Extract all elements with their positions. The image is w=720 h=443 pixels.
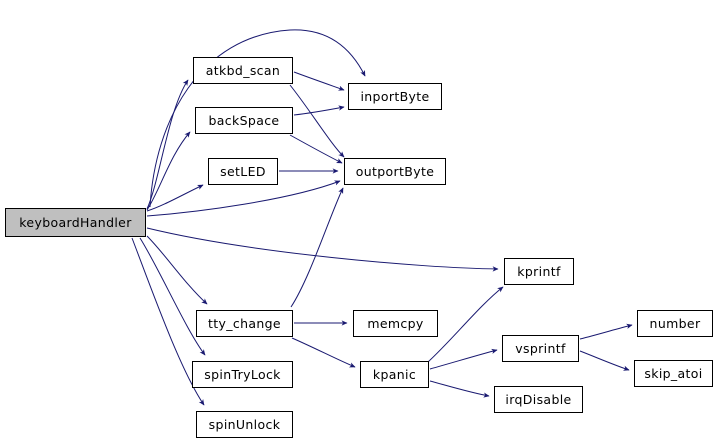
node-label: skip_atoi <box>644 366 703 381</box>
node-label: vsprintf <box>515 341 566 356</box>
node-label: spinUnlock <box>208 417 281 432</box>
edge-kpanic-to-kprintf <box>427 286 504 363</box>
edge-keyboardHandler-to-outportByte <box>146 180 341 217</box>
edge-keyboardHandler-to-tty_change <box>146 235 208 305</box>
node-label: kprintf <box>517 264 561 279</box>
node-label: number <box>649 316 701 331</box>
node-kpanic[interactable]: kpanic <box>360 361 429 388</box>
node-label: keyboardHandler <box>19 215 132 230</box>
node-label: tty_change <box>208 316 281 331</box>
edge-backSpace-to-inportByte <box>293 105 345 116</box>
node-label: memcpy <box>367 316 424 331</box>
edge-vsprintf-to-skip_atoi <box>579 350 630 371</box>
edge-keyboardHandler-to-backSpace <box>146 131 191 211</box>
edge-keyboardHandler-to-spinUnlock <box>131 237 205 406</box>
node-spinTryLock[interactable]: spinTryLock <box>192 361 293 388</box>
edge-backSpace-to-outportByte <box>289 134 343 164</box>
node-vsprintf[interactable]: vsprintf <box>502 335 579 362</box>
node-inportByte[interactable]: inportByte <box>348 83 442 110</box>
node-kprintf[interactable]: kprintf <box>504 258 574 285</box>
node-number[interactable]: number <box>637 310 713 337</box>
node-label: setLED <box>220 164 266 179</box>
node-label: backSpace <box>208 113 280 128</box>
node-outportByte[interactable]: outportByte <box>344 158 446 185</box>
edge-keyboardHandler-to-atkbd_scan <box>146 79 189 210</box>
edge-tty_change-to-kpanic <box>291 337 356 368</box>
edge-vsprintf-to-number <box>579 323 633 340</box>
node-label: kpanic <box>372 367 417 382</box>
edge-keyboardHandler-to-kprintf <box>146 227 499 272</box>
edge-kpanic-to-irqDisable <box>429 380 490 398</box>
node-tty_change[interactable]: tty_change <box>196 310 293 337</box>
edge-atkbd_scan-to-inportByte <box>293 71 345 91</box>
edge-keyboardHandler-to-inportByte <box>149 29 366 208</box>
edge-atkbd_scan-to-outportByte <box>289 84 345 158</box>
node-atkbd_scan[interactable]: atkbd_scan <box>193 57 293 84</box>
node-skip_atoi[interactable]: skip_atoi <box>634 360 713 387</box>
node-label: spinTryLock <box>204 367 281 382</box>
node-irqDisable[interactable]: irqDisable <box>494 386 583 413</box>
edge-tty_change-to-outportByte <box>290 187 344 308</box>
node-spinUnlock[interactable]: spinUnlock <box>196 411 293 438</box>
node-keyboardHandler[interactable]: keyboardHandler <box>5 208 146 237</box>
node-setLED[interactable]: setLED <box>208 158 278 185</box>
node-label: inportByte <box>360 89 430 104</box>
edge-keyboardHandler-to-spinTryLock <box>139 237 206 356</box>
node-label: outportByte <box>355 164 435 179</box>
node-backSpace[interactable]: backSpace <box>195 107 293 134</box>
node-label: irqDisable <box>505 392 572 407</box>
edge-keyboardHandler-to-setLED <box>146 184 204 212</box>
node-memcpy[interactable]: memcpy <box>353 310 438 337</box>
node-label: atkbd_scan <box>205 63 281 78</box>
edge-kpanic-to-vsprintf <box>429 348 498 370</box>
